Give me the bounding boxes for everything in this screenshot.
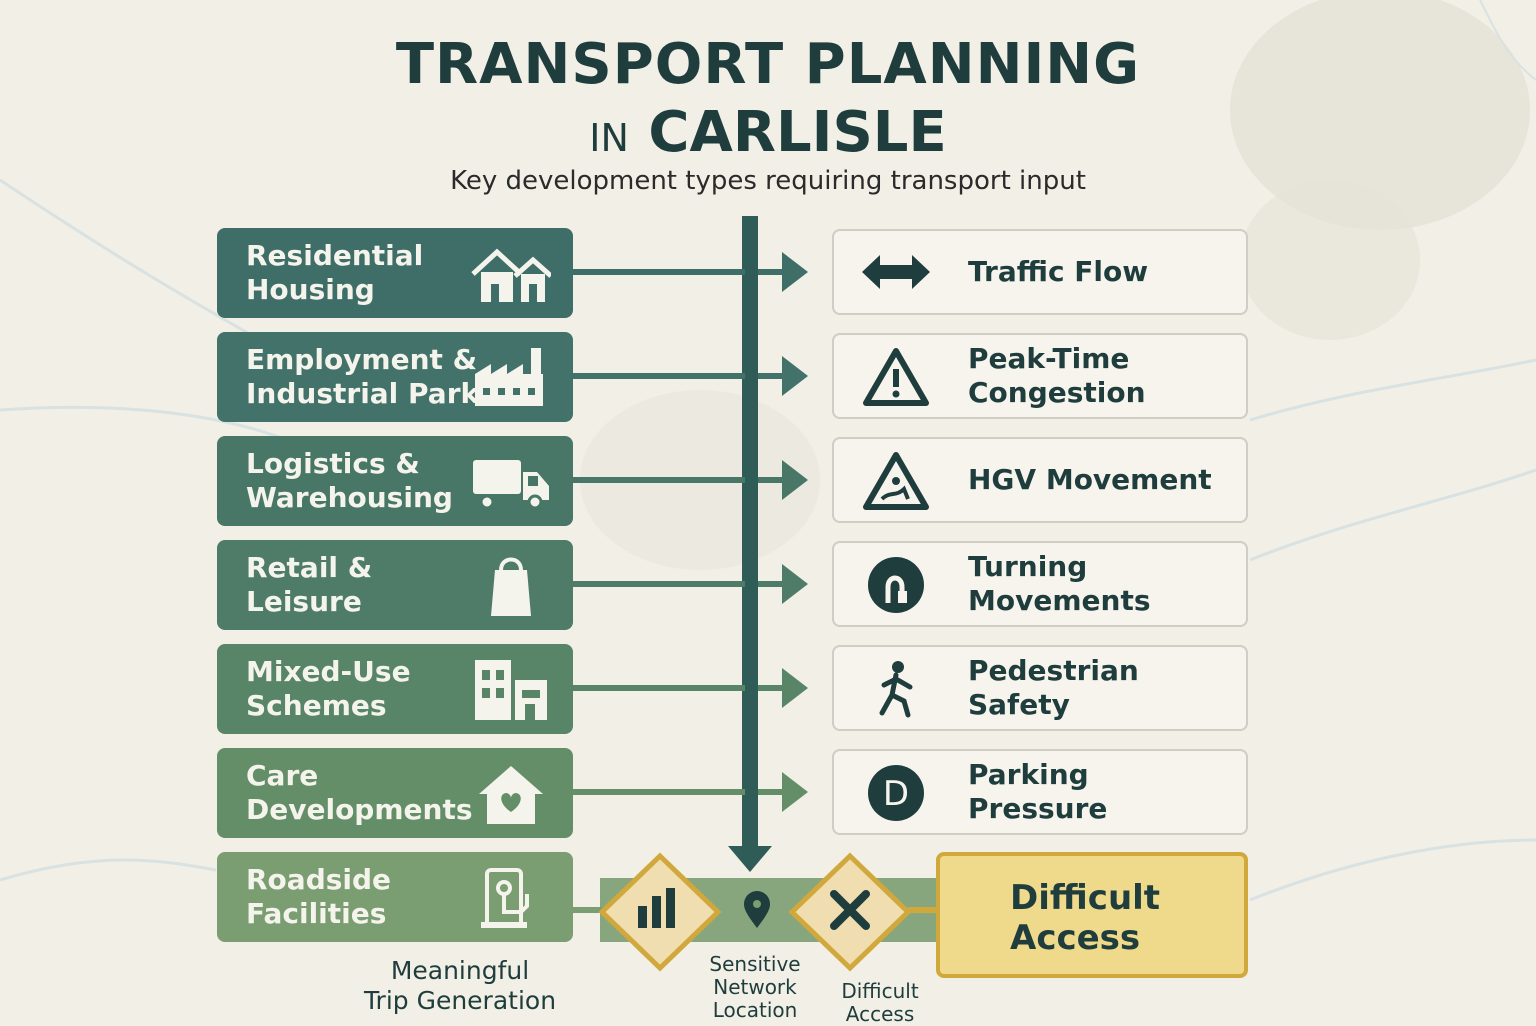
development-employment-industrial-parks: Employment & Industrial Parks: [217, 332, 573, 422]
parking-d-icon: D: [868, 765, 924, 821]
main-trunk-line: [742, 216, 758, 848]
impact-pedestrian-safety: Pedestrian Safety: [832, 645, 1248, 731]
impact-label: HGV Movement: [968, 463, 1212, 496]
caption-trip-generation: Meaningful Trip Generation: [363, 956, 557, 1015]
development-logistics-warehousing: Logistics & Warehousing: [217, 436, 573, 526]
truck-icon: [473, 460, 549, 510]
title-main: CARLISLE: [648, 100, 947, 165]
development-label: Care Developments: [246, 759, 473, 826]
impact-label: Peak-Time Congestion: [968, 342, 1146, 409]
caption-sensitive-network: Sensitive Network Location: [709, 952, 801, 1022]
shopping-bag-icon: [491, 557, 531, 616]
location-pin-dot: [753, 900, 761, 908]
outcome-label: Difficult Access: [1010, 878, 1161, 958]
development-mixed-use-schemes: Mixed-Use Schemes: [217, 644, 573, 734]
development-label: Residential Housing: [246, 239, 424, 306]
caption-difficult-access: Difficult Access: [841, 979, 919, 1026]
turn-icon: [868, 557, 924, 613]
fuel-pump-icon: [481, 868, 529, 928]
impact-label: Parking Pressure: [968, 758, 1108, 825]
connector-arrowhead: [782, 252, 808, 292]
impact-label: Turning Movements: [968, 550, 1151, 617]
development-label: Mixed-Use Schemes: [246, 655, 411, 722]
trunk-arrowhead: [728, 846, 772, 872]
development-label: Logistics & Warehousing: [246, 447, 453, 514]
connector-arrowhead: [782, 668, 808, 708]
location-pin-icon: [744, 891, 770, 928]
impact-label: Pedestrian Safety: [968, 654, 1139, 721]
houses-icon: [471, 248, 551, 302]
title-prefix: IN: [589, 116, 629, 160]
close-icon: [830, 890, 870, 930]
development-label: Retail & Leisure: [246, 551, 373, 618]
impact-hgv-movement: HGV Movement: [832, 437, 1248, 523]
bar-chart-icon-bar: [666, 888, 675, 928]
development-label: Roadside Facilities: [246, 863, 392, 930]
svg-text:D: D: [883, 774, 909, 814]
page-title-line1: TRANSPORT PLANNING: [395, 32, 1141, 97]
impact-label: Traffic Flow: [968, 255, 1149, 288]
page-title-line2: IN CARLISLE: [0, 100, 1536, 165]
connector-arrowhead: [782, 460, 808, 500]
bar-chart-icon-bar: [652, 896, 661, 928]
page-subtitle: Key development types requiring transpor…: [450, 166, 1086, 196]
factory-icon: [475, 348, 543, 406]
buildings-icon: [475, 660, 547, 720]
bar-chart-icon-bar: [638, 906, 647, 928]
pedestrian-icon: [879, 661, 913, 718]
connector-arrowhead: [782, 564, 808, 604]
impact-turning-movements: Turning Movements: [832, 541, 1248, 627]
connector-arrowhead: [782, 356, 808, 396]
impact-parking-pressure: D Parking Pressure: [832, 749, 1248, 835]
development-residential-housing: Residential Housing: [217, 228, 573, 318]
development-care-developments: Care Developments: [217, 748, 573, 838]
development-roadside-facilities: Roadside Facilities: [217, 852, 573, 942]
warning-triangle-icon: [863, 348, 929, 406]
impact-peak-time-congestion: Peak-Time Congestion: [832, 333, 1248, 419]
connector-arrowhead: [782, 772, 808, 812]
double-arrow-icon: [862, 255, 930, 289]
heart-house-icon: [479, 766, 543, 824]
outcome-difficult-access: Difficult Access: [936, 852, 1248, 978]
road-warning-icon: [863, 452, 929, 510]
impact-traffic-flow: Traffic Flow: [832, 229, 1248, 315]
development-retail-leisure: Retail & Leisure: [217, 540, 573, 630]
development-label: Employment & Industrial Parks: [246, 343, 496, 410]
